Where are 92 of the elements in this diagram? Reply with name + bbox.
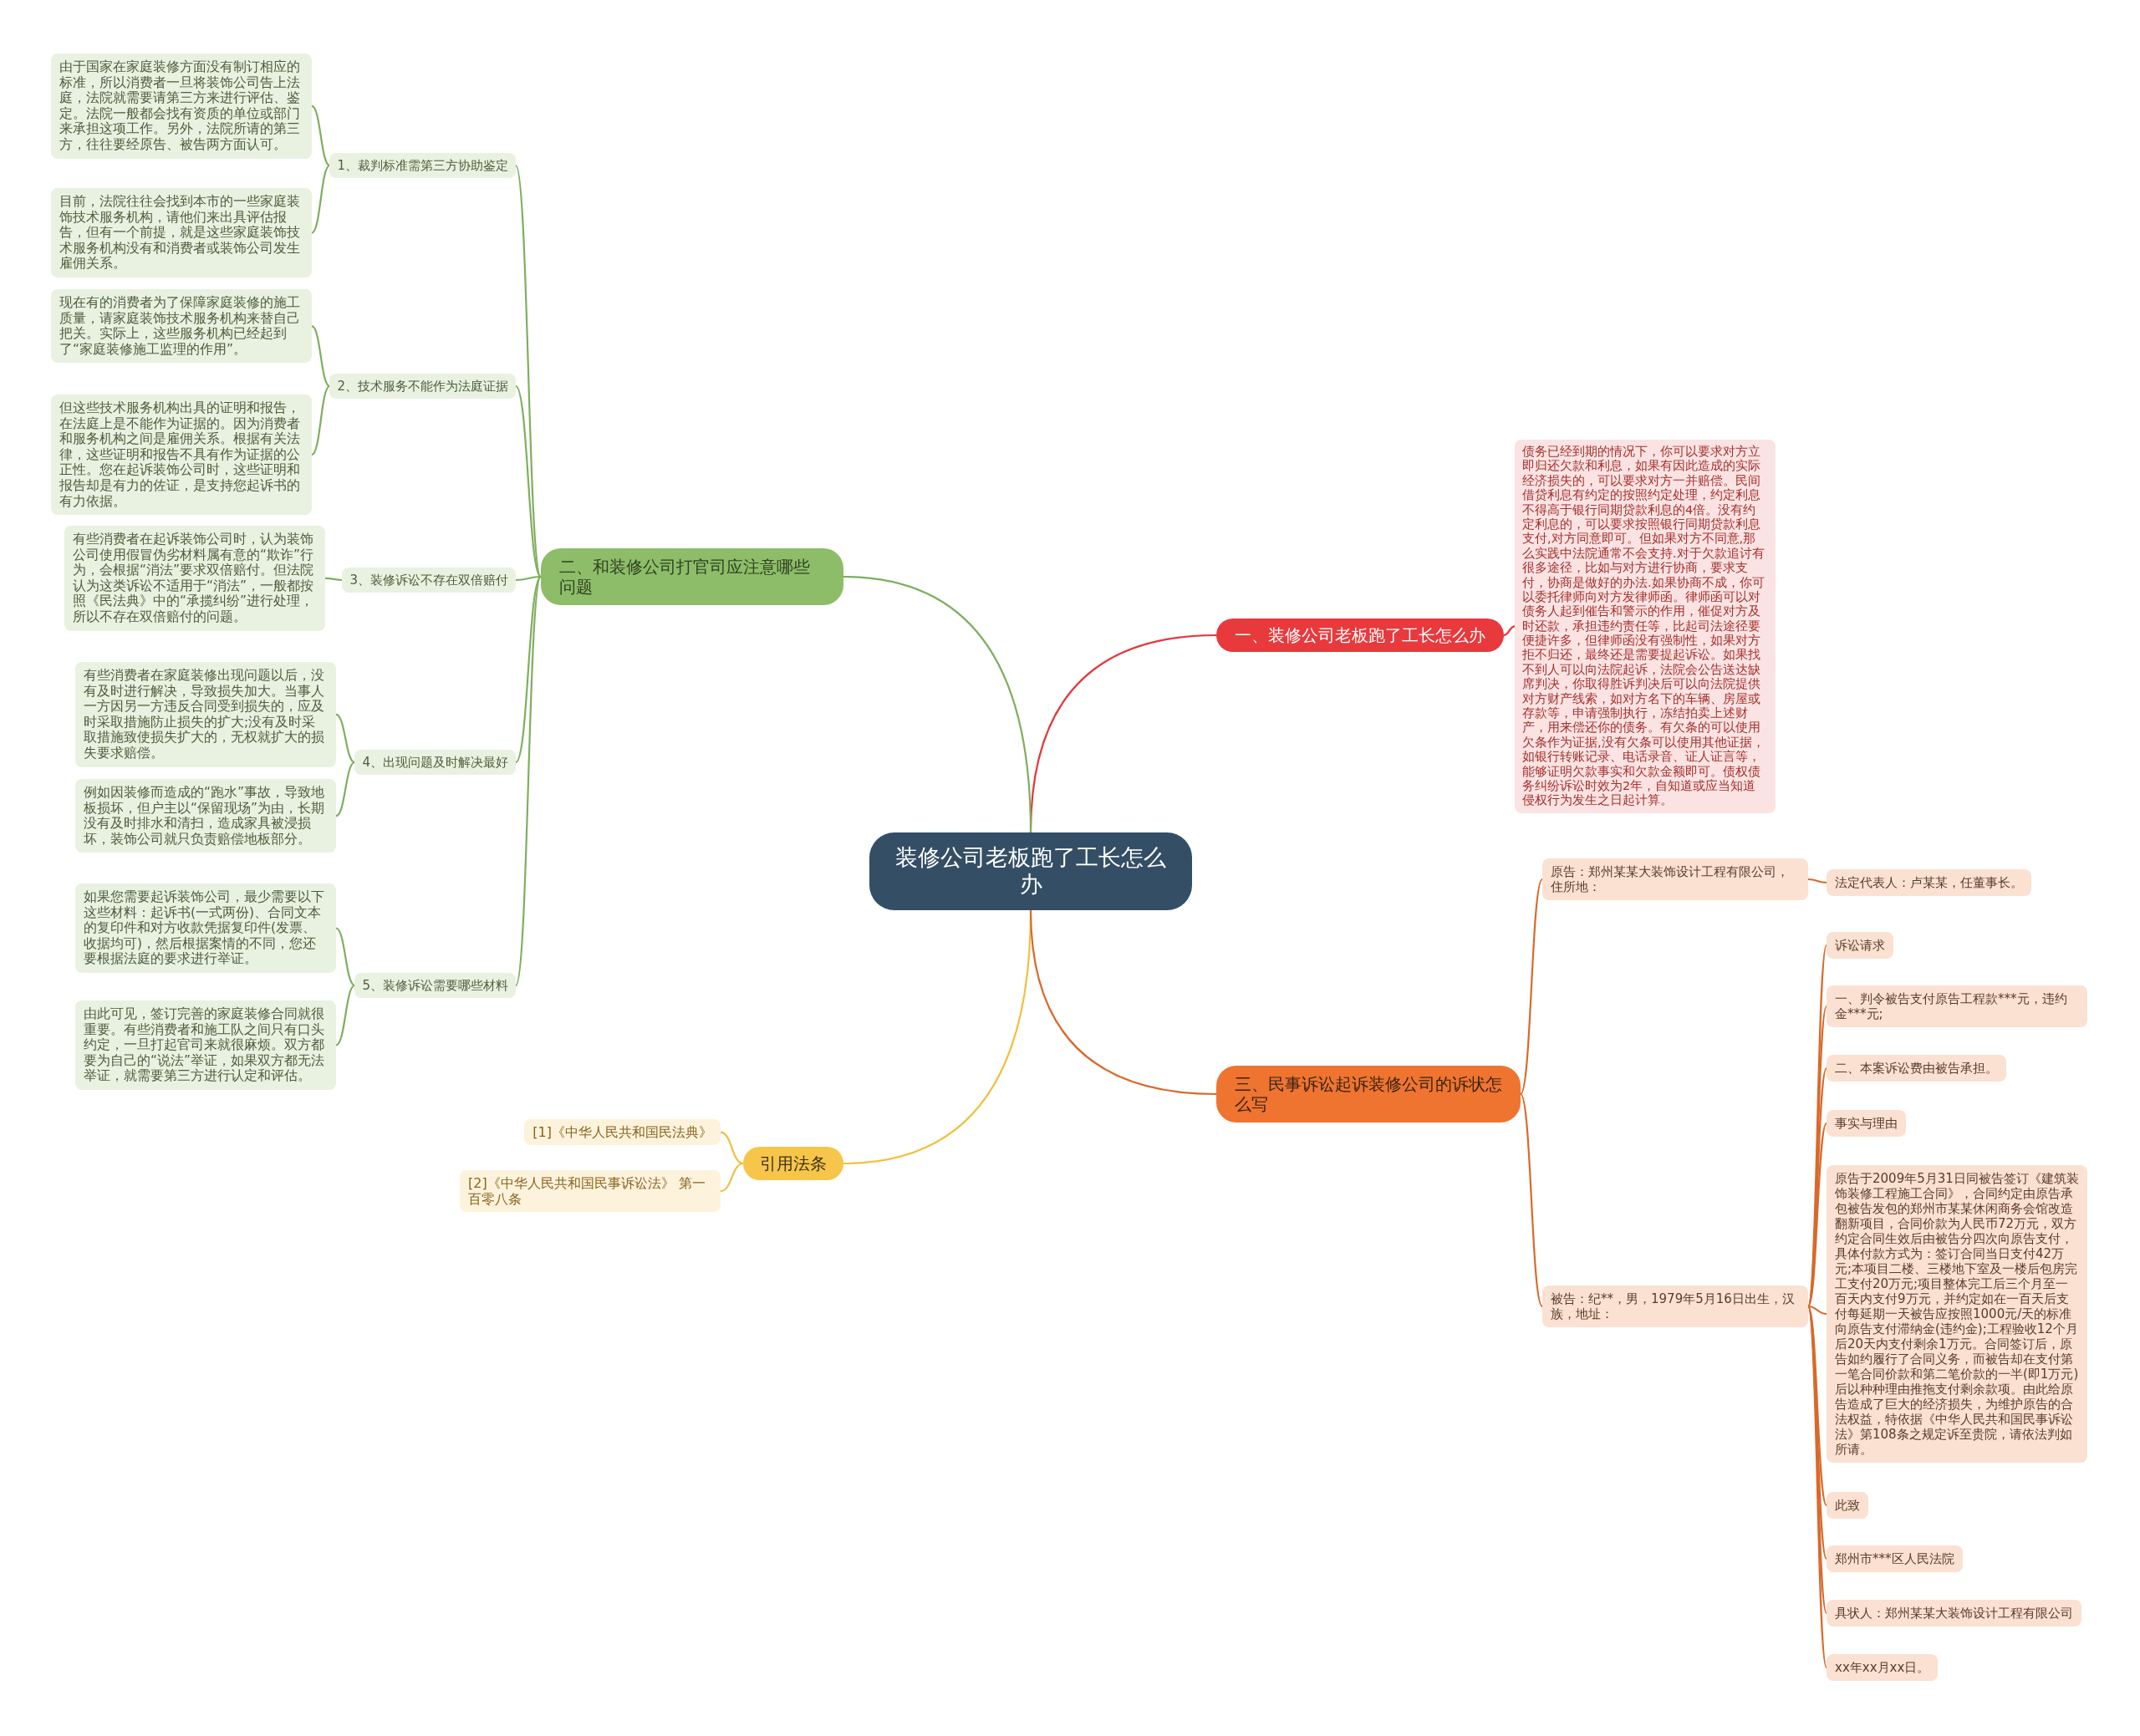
connector-line: [1029, 909, 1217, 1096]
connector-line: [514, 576, 543, 986]
note-text: 债务已经到期的情况下，你可以要求对方立即归还欠款和利息，如果有因此造成的实际经济损失的，可以要求对方一并赔偿。民间借贷利息有约定的按照约定处理，约定利息不得高于银行同期贷款利息的4倍。没有约定利息的，可以要求按照银行同期贷款利息支付,对方同意即可。但如果对方不同意,那么实践中法院通常不会支持.对于欠款追讨有很多途径，比如与对方进行协商，要求支付，协商是做好的办法.如果协商不成，你可以委托律师向对方发律师函。律师函可以对债务人起到催告和警示的作用，催促对方及时还款，承担违约责任等，比起司法途径要便捷许多，但律师函没有强制性，如果对方拒不归还，最终还是需要提起诉讼。如果找不到人可以向法院起诉，法院会公告送达缺席判决，你取得胜诉判决后可以向法院提供对方财产线索，如对方名下的车辆、房屋或存款等，申请强制执行，冻结拍卖上述财产，用来偿还你的债务。有欠条的可以使用欠条作为证据,没有欠条可以使用其他证据，如银行转账记录、电话录音、证人证言等，能够证明欠款事实和欠款金额即可。债权债务纠纷诉讼时效为2年，自知道或应当知道侵权行为发生之日起计算。: [1522, 445, 1766, 808]
note-box: [51, 53, 312, 159]
note-text: 有些消费者在家庭装修出现问题以后，没有及时进行解决，导致损失加大。当事人一方因另一方违反合同受到损失的，应及时采取措施防止损失的扩大;没有及时采取措施致使损失扩大的，无权就扩大的损失要求赔偿。: [84, 668, 325, 761]
branch-topic: [1216, 619, 1504, 652]
note-text: 如果您需要起诉装饰公司，最少需要以下这些材料：起诉书(一式两份)、合同文本的复印件和对方收款凭据复印件(发票、收据均可)，然后根据案情的不同，您还要根据法庭的要求进行举证。: [84, 889, 325, 967]
reference-text: [1]《中华人民共和国民法典》: [532, 1124, 712, 1141]
reference-box: [524, 1119, 721, 1146]
branch-topic: [743, 1147, 843, 1180]
note-text: 原告：郑州某某大装饰设计工程有限公司，住所地：: [1551, 864, 1790, 894]
connector-line: [720, 1131, 744, 1165]
central-topic-text: 装修公司老板跑了工长怎么办: [894, 844, 1167, 899]
note-box: [75, 1000, 336, 1090]
subtopic-box: [342, 568, 516, 593]
note-box: [51, 289, 312, 364]
note-text: 二、本案诉讼费由被告承担。: [1835, 1061, 1998, 1076]
subtopic-text: 2、技术服务不能作为法庭证据: [337, 379, 508, 394]
connector-line: [515, 385, 542, 578]
connector-line: [1520, 878, 1543, 1095]
connector-line: [1807, 1306, 1827, 1506]
note-text: 事实与理由: [1835, 1116, 1898, 1131]
note-text: 原告于2009年5月31日同被告签订《建筑装饰装修工程施工合同》，合同约定由原告承包被告发包的郑州市某某休闲商务会馆改造翻新项目，合同价款为人民币72万元，双方约定合同生效后由被告分四次向原告支付，具体付款方式为：签订合同当日支付42万元;本项目二楼、三楼地下室及一楼后包房完工支付20万元;项目整体完工后三个月至一百天内支付9万元，并约定如在一百天后支付每延期一天被告应按照1000元/天的标准向原告支付滞纳金(违约金);工程验收12个月后20天内支付剩余1万元。合同签订后，原告如约履行了合同义务，而被告却在支付第一笔合同价款和第二笔价款的一半(即1万元)后以种种理由推拖支付剩余款项。由此给原告造成了巨大的经济损失，为维护原告的合法权益，特依据《中华人民共和国民事诉讼法》第108条之规定诉至贵院，请依法判如所请。: [1835, 1171, 2079, 1457]
note-box: [1542, 1285, 1808, 1327]
connector-line: [335, 927, 355, 986]
note-text: 目前，法院往往会找到本市的一些家庭装饰技术服务机构，请他们来出具评估报告，但有一个前提，就是这些家庭装饰技术服务机构没有和消费者或装饰公司发生雇佣关系。: [59, 194, 301, 272]
branch-topic: [1216, 1066, 1521, 1123]
branch-topic-text: 引用法条: [760, 1153, 827, 1173]
connector-line: [515, 575, 542, 582]
branch-topic-text: 一、装修公司老板跑了工长怎么办: [1235, 625, 1485, 645]
note-box: [1827, 869, 2031, 896]
note-box: [1827, 985, 2087, 1027]
note-box: [1542, 858, 1808, 900]
note-text: 诉讼请求: [1835, 938, 1885, 953]
note-box: [1827, 1055, 2006, 1082]
note-box: [1827, 1110, 1906, 1137]
note-box: [75, 662, 336, 767]
reference-text: [2]《中华人民共和国民事诉讼法》 第一百零八条: [468, 1175, 706, 1208]
connector-line: [1807, 1305, 1827, 1316]
connector-line: [311, 165, 331, 234]
connector-line: [324, 577, 343, 582]
note-box: [51, 188, 312, 277]
note-text: 郑州市***区人民法院: [1835, 1551, 1954, 1566]
note-text: 例如因装修而造成的“跑水”事故，导致地板损坏，但户主以“保留现场”为由，长期没有及时排水和清扫，造成家具被浸损坏，装饰公司就只负责赔偿地板部分。: [84, 785, 326, 848]
note-text: 由此可见，签订完善的家庭装修合同就很重要。有些消费者和施工队之间只有口头约定，一旦打起官司来就很麻烦。双方都要为自己的“说法”举证，如果双方都无法举证，就需要第三方进行认定和评估。: [84, 1006, 326, 1084]
branch-topic-text: 二、和装修公司打官司应注意哪些问题: [559, 557, 811, 597]
note-text: 现在有的消费者为了保障家庭装修的施工质量，请家庭装饰技术服务机构来替自己把关。实际上，这些服务机构已经起到了“家庭装修施工监理的作用”。: [59, 295, 301, 358]
note-text: 被告：纪**，男，1979年5月16日出生，汉族，地址：: [1551, 1291, 1796, 1321]
subtopic-text: 3、装修诉讼不存在双倍赔付: [349, 573, 508, 588]
note-text: 一、判令被告支付原告工程款***元，违约金***元;: [1835, 991, 2068, 1021]
subtopic-box: [329, 374, 516, 399]
connector-line: [1807, 1306, 1827, 1560]
note-box: [1827, 1545, 1963, 1572]
branch-topic-text: 三、民事诉讼起诉装修公司的诉状怎么写: [1235, 1074, 1502, 1114]
note-text: 具状人：郑州某某大装饰设计工程有限公司: [1835, 1606, 2073, 1621]
connector-line: [843, 575, 1032, 833]
connector-line: [335, 761, 355, 817]
subtopic-box: [354, 750, 516, 775]
note-box: [75, 883, 336, 973]
subtopic-text: 4、出现问题及时解决最好: [362, 755, 508, 770]
connector-line: [311, 325, 330, 387]
note-text: 法定代表人：卢某某，任董事长。: [1835, 875, 2023, 890]
connector-line: [1807, 878, 1827, 884]
reference-box: [460, 1170, 721, 1213]
subtopic-text: 5、装修诉讼需要哪些材料: [362, 978, 508, 993]
note-text: xx年xx月xx日。: [1835, 1660, 1930, 1675]
connector-line: [514, 165, 543, 578]
connector-line: [335, 713, 355, 763]
connector-line: [1807, 1123, 1827, 1307]
note-box: [64, 526, 325, 631]
connector-line: [1520, 1093, 1543, 1307]
note-box: [51, 395, 312, 516]
connector-line: [311, 104, 330, 166]
connector-line: [515, 576, 542, 763]
subtopic-box: [329, 153, 516, 178]
note-text: 但这些技术服务机构出具的证明和报告，在法庭上是不能作为证据的。因为消费者和服务机构之间是雇佣关系。根据有关法律，这些证明和报告不具有作为证据的公正性。您在起诉装饰公司时，这些证明和报告却是有力的佐证，是支持您起诉书的有力依据。: [59, 400, 301, 510]
note-box: [1827, 932, 1893, 959]
branch-topic: [541, 548, 843, 605]
subtopic-box: [354, 973, 516, 998]
note-box: [75, 779, 336, 853]
connector-line: [1503, 625, 1516, 637]
note-box: [1827, 1492, 1868, 1519]
note-text: 有些消费者在起诉装饰公司时，认为装饰公司使用假冒伪劣材料属有意的“欺诈”行为，会根据“消法”要求双倍赔付。但法院认为这类诉讼不适用于“消法”，一般都按照《民法典》中的“承揽纠纷”进行处理，所以不存在双倍赔付的问题。: [73, 532, 315, 625]
note-box: [1827, 1600, 2081, 1627]
note-box: [1827, 1654, 1939, 1681]
note-text: 此致: [1835, 1498, 1860, 1513]
connector-line: [311, 385, 331, 456]
subtopic-text: 1、裁判标准需第三方协助鉴定: [337, 158, 508, 173]
connector-line: [335, 985, 355, 1046]
central-topic: [869, 832, 1192, 910]
connector-line: [720, 1162, 744, 1193]
note-text: 由于国家在家庭装修方面没有制订相应的标准，所以消费者一旦将装饰公司告上法庭，法院就需要请第三方来进行评估、鉴定。法院一般都会找有资质的单位或部门来承担这项工作。另外，法院所请的第三方，往往要经原告、被告两方面认可。: [59, 59, 301, 153]
